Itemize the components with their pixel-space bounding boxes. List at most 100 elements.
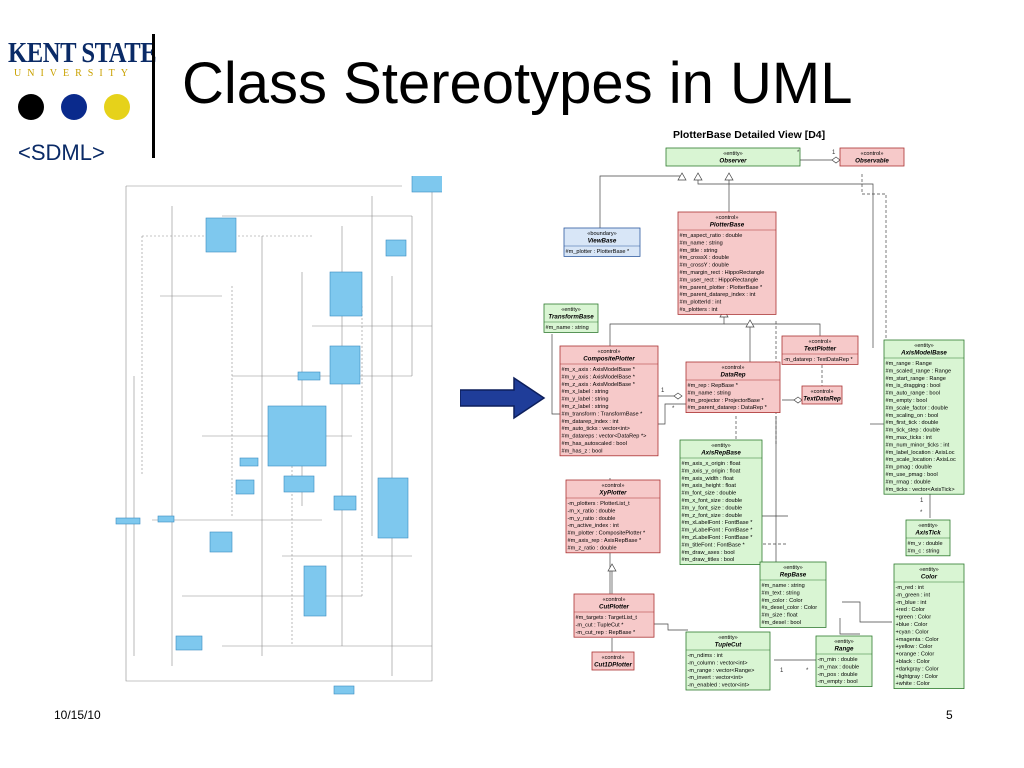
uml-attribute: #s_desel_color : Color [762,605,818,611]
uml-class-name: Cut1DPlotter [594,662,632,669]
overview-class-diagram [115,176,442,695]
uml-class-box [839,147,905,167]
uml-stereotype: «control» [602,597,625,603]
uml-attribute: #m_text : string [762,590,800,596]
uml-attribute: -m_active_index : int [568,523,620,529]
generalization-arrowhead [745,319,755,328]
uml-class-axisrepbase: «entity»AxisRepBase#m_axis_x_origin : fl… [679,439,763,565]
uml-class-name: Observer [719,158,747,165]
uml-attribute: -m_range : vector<Range> [688,668,755,674]
uml-attribute: #m_draw_axes : bool [682,550,735,556]
uml-class-observer: «entity»Observer [665,147,801,167]
multiplicity-label: 1 [920,498,924,504]
uml-attribute: -m_ndims : int [688,653,724,659]
uml-attribute: +blue : Color [896,622,928,628]
plotterbase-detailed-uml: PlotterBase Detailed View [D4] [543,129,965,691]
uml-attribute: #m_z_ratio : double [568,545,617,551]
uml-attribute: #m_ticks : vector<AxisTick> [886,487,955,493]
aggregation-diamond [831,156,841,164]
uml-stereotype: «entity» [718,635,738,641]
uml-attribute: #m_projector : ProjectorBase * [688,398,765,404]
uml-attribute: #m_tick_step : double [886,428,940,434]
uml-attribute: #m_auto_ticks : vector<int> [562,426,630,432]
overview-class-box [377,477,409,539]
uml-attribute: #m_x_axis : AxisModelBase * [562,367,636,373]
uml-attribute: #m_yLabelFont : FontBase * [682,528,754,534]
uml-attribute: +magenta : Color [896,637,939,643]
uml-attribute: #m_transform : TransformBase * [562,411,644,417]
uml-class-name: TransformBase [548,314,594,321]
uml-class-box [677,211,777,315]
multiplicity-label: * [672,406,675,412]
uml-attribute: #m_y_label : string [562,397,609,403]
uml-class-name: AxisTick [914,530,941,537]
uml-attribute: -m_empty : bool [818,679,858,685]
uml-attribute: #m_zLabelFont : FontBase * [682,535,754,541]
uml-attribute: #m_size : float [762,613,799,619]
black-dot [18,94,44,120]
kent-state-logo: KENT STATE [8,38,157,69]
uml-class-name: PlotterBase [710,222,745,229]
uml-attribute: -m_min : double [818,657,858,663]
page-number: 5 [946,708,953,722]
uml-attribute: #m_has_z : bool [562,448,603,454]
generalization-arrowhead [724,172,734,181]
uml-attribute: #m_v : double [908,541,943,547]
uml-attribute: #m_z_font_size : double [682,513,743,519]
blue-dot [61,94,87,120]
overview-class-box [411,176,442,193]
uml-stereotype: «entity» [723,151,743,157]
uml-class-viewbase: «boundary»ViewBase#m_plotter : PlotterBa… [563,227,641,257]
right-arrow-icon [460,376,546,420]
university-wordmark: UNIVERSITY [14,68,134,79]
uml-attribute: +darkgray : Color [896,666,939,672]
uml-attribute: #m_parent_datarep : DataRep * [688,405,768,411]
uml-attribute: #m_xLabelFont : FontBase * [682,520,754,526]
uml-attribute: #m_plotter : CompositePlotter * [568,531,647,537]
uml-attribute: -m_blue : int [896,600,927,606]
overview-class-box [235,479,255,495]
slide-title: Class Stereotypes in UML [182,51,853,116]
uml-class-box [759,561,827,628]
uml-stereotype: «control» [860,151,883,157]
overview-class-box [283,475,315,493]
uml-attribute: +orange : Color [896,652,935,658]
uml-class-axistick: «entity»AxisTick#m_v : double#m_c : stri… [905,519,951,557]
overview-class-box [297,371,321,381]
uml-class-plotterbase: «control»PlotterBase#m_aspect_ratio : do… [677,211,777,315]
yellow-dot [104,94,130,120]
uml-class-datarep: «control»DataRep#m_rep : RepBase *#m_nam… [685,361,781,413]
uml-class-box [573,593,655,638]
aggregation-diamond [673,392,683,400]
uml-attribute: -m_column : vector<int> [688,660,748,666]
uml-attribute: #m_name : string [546,325,589,331]
uml-attribute: #m_desel : bool [762,620,802,626]
uml-attribute: #m_first_tick : double [886,420,939,426]
uml-class-name: TextDataRep [803,396,841,403]
uml-attribute: #m_color : Color [762,598,803,604]
uml-class-name: CompositePlotter [583,356,635,363]
overview-class-box [303,565,327,617]
overview-class-box [157,515,175,523]
uml-attribute: +lightgray : Color [896,674,939,680]
uml-attribute: #m_z_label : string [562,404,609,410]
uml-class-box [563,227,641,257]
uml-class-name: AxisModelBase [900,350,947,357]
generalization-arrowhead [607,563,617,572]
multiplicity-label: 1 [832,150,836,156]
aggregation-diamond [793,396,803,404]
uml-class-cutplotter: «control»CutPlotter#m_targets : TargetLi… [573,593,655,638]
uml-class-box [543,303,599,333]
uml-attribute: #m_crossY : double [680,263,729,269]
uml-attribute: #m_font_size : double [682,491,737,497]
generalization-arrowhead [677,172,687,181]
uml-attribute: #m_empty : bool [886,398,927,404]
uml-attribute: #m_parent_datarep_index : int [680,292,756,298]
uml-attribute: #m_axis_width : float [682,476,735,482]
uml-class-box [679,439,763,565]
uml-class-axismodelbase: «entity»AxisModelBase#m_range : Range#m_… [883,339,965,495]
uml-stereotype: «control» [597,349,620,355]
overview-class-box [209,531,233,553]
uml-attribute: #m_x_font_size : double [682,498,743,504]
uml-class-box [883,339,965,495]
